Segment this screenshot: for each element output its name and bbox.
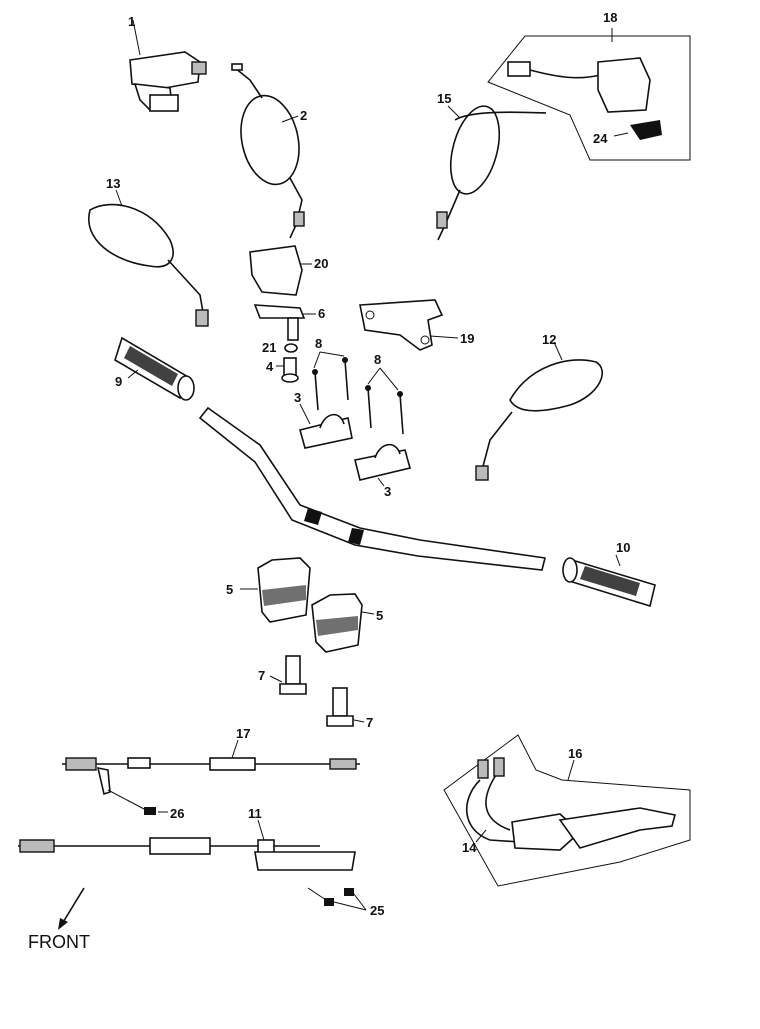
label-8a: 8	[315, 336, 322, 351]
label-20: 20	[314, 256, 328, 271]
part-26-screw: 26	[107, 789, 184, 821]
label-front: FRONT	[28, 932, 90, 952]
label-4: 4	[266, 359, 274, 374]
part-15-cable: 15	[436, 91, 547, 241]
part-25-screws: 25	[307, 887, 384, 918]
label-19: 19	[460, 331, 474, 346]
label-9: 9	[115, 374, 122, 389]
part-16-lever-detail: 16 14	[443, 734, 691, 887]
part-12-right-mirror: 12	[475, 332, 603, 481]
label-5a: 5	[226, 582, 233, 597]
part-7-bolt-right: 7	[326, 687, 373, 730]
part-8-bolts-left: 8	[312, 336, 349, 411]
label-6: 6	[318, 306, 325, 321]
part-21-washer: 21	[262, 340, 298, 355]
label-11: 11	[248, 806, 262, 821]
label-5b: 5	[376, 608, 383, 623]
part-6-bracket: 6	[253, 304, 325, 341]
label-16: 16	[568, 746, 582, 761]
part-5-riser-left: 5	[226, 557, 311, 623]
part-20-clamp: 20	[249, 245, 328, 296]
label-7b: 7	[366, 715, 373, 730]
label-18: 18	[603, 10, 617, 25]
label-24: 24	[593, 131, 608, 146]
front-arrow: FRONT	[28, 887, 90, 952]
part-17-cable: 17	[62, 726, 360, 796]
part-3-upper-clamp-right: 3	[354, 443, 411, 499]
part-2-cable: 2	[231, 63, 307, 239]
label-3a: 3	[294, 390, 301, 405]
label-15: 15	[437, 91, 451, 106]
part-19-plate: 19	[359, 299, 474, 351]
handlebar	[198, 406, 546, 571]
part-1-master-cylinder: 1	[128, 14, 207, 112]
label-3b: 3	[384, 484, 391, 499]
part-18-switch-detail: 18 24	[487, 10, 691, 161]
label-12: 12	[542, 332, 556, 347]
label-13: 13	[106, 176, 120, 191]
part-9-left-grip: 9	[114, 336, 195, 401]
label-25: 25	[370, 903, 384, 918]
label-21: 21	[262, 340, 276, 355]
label-17: 17	[236, 726, 250, 741]
part-7-bolt-left: 7	[258, 655, 307, 695]
label-8b: 8	[374, 352, 381, 367]
label-7a: 7	[258, 668, 265, 683]
part-10-right-grip: 10	[562, 540, 656, 608]
label-14: 14	[462, 840, 477, 855]
part-4-bolt: 4	[266, 357, 299, 383]
part-3-upper-clamp-left: 3	[294, 390, 353, 449]
part-8-bolts-right: 8	[365, 352, 404, 435]
label-1: 1	[128, 14, 135, 29]
part-13-left-mirror: 13	[88, 176, 209, 327]
label-10: 10	[616, 540, 630, 555]
label-2: 2	[300, 108, 307, 123]
label-26: 26	[170, 806, 184, 821]
part-11-cable: 11	[18, 806, 356, 871]
part-5-riser-right: 5	[311, 593, 383, 653]
